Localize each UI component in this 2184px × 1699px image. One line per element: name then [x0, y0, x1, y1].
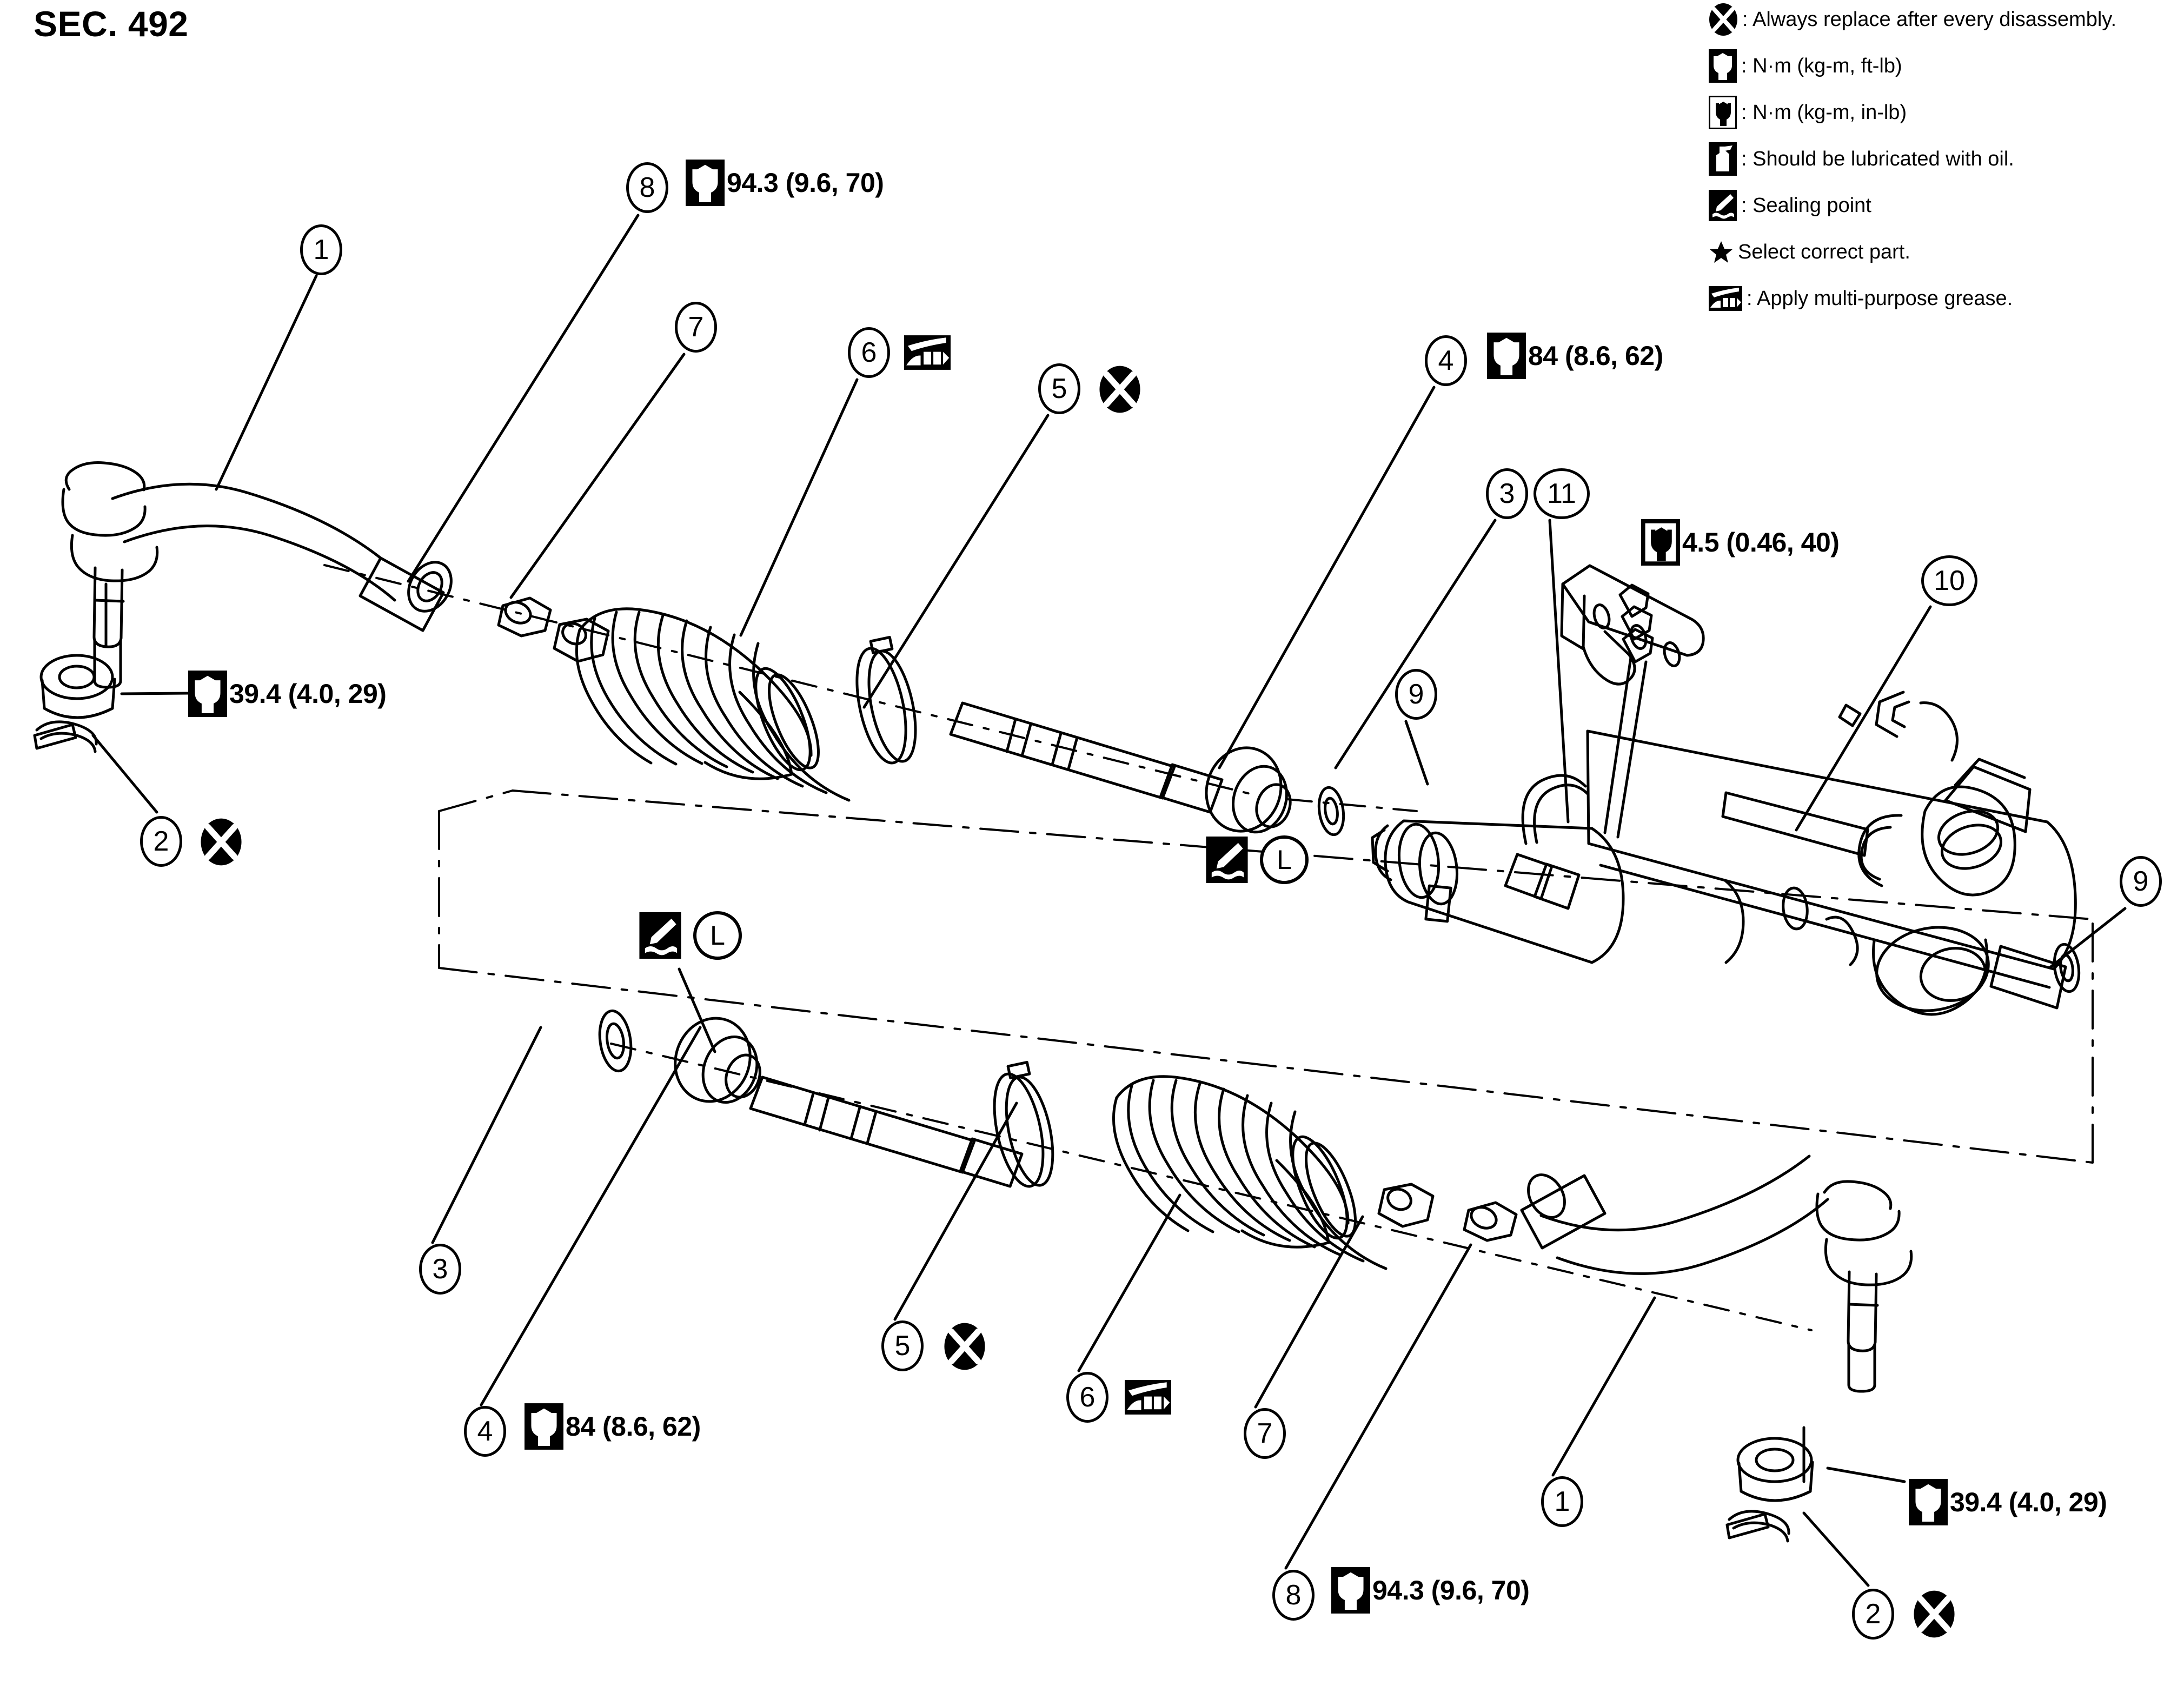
legend-label: Select correct part.	[1738, 240, 1910, 263]
legend-row-select-part: Select correct part.	[1709, 236, 2184, 268]
replace-symbol-icon	[200, 818, 242, 866]
torque-value: 94.3 (9.6, 70)	[727, 168, 884, 198]
torque-value: 39.4 (4.0, 29)	[229, 679, 387, 709]
callout-3-lower[interactable]: 3	[419, 1244, 461, 1295]
replace-mark-5-upper	[1099, 365, 1141, 414]
legend-label: : Should be lubricated with oil.	[1741, 147, 2014, 170]
torque-value: 4.5 (0.46, 40)	[1682, 527, 1840, 558]
torque-ftlb-symbol-icon	[525, 1403, 563, 1450]
callout-4-lower[interactable]: 4	[464, 1406, 506, 1457]
callout-10[interactable]: 10	[1921, 555, 1977, 606]
legend-row-replace: : Always replace after every disassembly…	[1709, 3, 2184, 36]
grease-symbol-icon	[904, 335, 951, 370]
callout-7-lower[interactable]: 7	[1244, 1408, 1286, 1459]
torque-spec-4-upper: 84 (8.6, 62)	[1487, 333, 1663, 379]
star-symbol-icon	[1709, 240, 1734, 264]
torque-inlb-symbol-icon	[1709, 96, 1737, 129]
callout-2-upper[interactable]: 2	[140, 816, 182, 867]
torque-value: 84 (8.6, 62)	[1528, 341, 1663, 371]
callout-6-lower[interactable]: 6	[1066, 1372, 1108, 1423]
torque-value: 94.3 (9.6, 70)	[1372, 1575, 1530, 1605]
replace-mark-2-upper	[200, 818, 242, 866]
legend-row-grease: : Apply multi-purpose grease.	[1709, 282, 2184, 315]
legend-label: : Apply multi-purpose grease.	[1747, 287, 2013, 310]
callout-9-middle[interactable]: 9	[1395, 669, 1437, 720]
callout-3-upper[interactable]: 3	[1486, 468, 1528, 519]
legend-label: : Sealing point	[1741, 194, 1871, 217]
torque-value: 84 (8.6, 62)	[566, 1411, 701, 1442]
torque-ftlb-symbol-icon	[1487, 333, 1526, 379]
grease-mark-6-lower	[1125, 1380, 1171, 1415]
legend-label: : Always replace after every disassembly…	[1742, 8, 2117, 31]
callout-6-upper[interactable]: 6	[848, 327, 890, 378]
replace-symbol-icon	[944, 1322, 986, 1371]
callout-11[interactable]: 11	[1534, 468, 1590, 519]
replace-symbol-icon	[1099, 365, 1141, 414]
callout-5-upper[interactable]: 5	[1038, 363, 1080, 414]
grease-mark-6-upper	[904, 335, 951, 370]
torque-spec-2-upper: 39.4 (4.0, 29)	[188, 671, 387, 717]
replace-mark-5-lower	[944, 1322, 986, 1371]
legend-row-torque-ftlb: : N·m (kg-m, ft-lb)	[1709, 49, 2184, 83]
legend: : Always replace after every disassembly…	[1709, 3, 2184, 329]
torque-spec-8-upper: 94.3 (9.6, 70)	[686, 160, 884, 206]
sealing-point-symbol-icon	[1709, 190, 1737, 221]
torque-ftlb-symbol-icon	[1709, 49, 1737, 83]
torque-spec-4-lower: 84 (8.6, 62)	[525, 1403, 701, 1450]
legend-label: : N·m (kg-m, in-lb)	[1741, 101, 1907, 124]
sealing-point-symbol-icon	[639, 912, 681, 959]
replace-mark-2-lower	[1913, 1590, 1955, 1638]
callout-2-lower[interactable]: 2	[1852, 1589, 1894, 1640]
callout-8-lower[interactable]: 8	[1272, 1570, 1315, 1621]
grease-symbol-icon	[1709, 286, 1742, 311]
legend-row-torque-inlb: : N·m (kg-m, in-lb)	[1709, 96, 2184, 129]
callout-7-upper[interactable]: 7	[675, 302, 717, 353]
callout-8-upper[interactable]: 8	[626, 162, 668, 213]
torque-inlb-symbol-icon	[1641, 519, 1680, 566]
replace-symbol-icon	[1709, 3, 1738, 36]
torque-spec-2-lower: 39.4 (4.0, 29)	[1909, 1479, 2107, 1525]
torque-ftlb-symbol-icon	[686, 160, 725, 206]
torque-spec-11: 4.5 (0.46, 40)	[1641, 519, 1840, 566]
torque-ftlb-symbol-icon	[1909, 1479, 1948, 1525]
legend-row-oil: : Should be lubricated with oil.	[1709, 142, 2184, 176]
torque-spec-8-lower: 94.3 (9.6, 70)	[1331, 1567, 1530, 1614]
grease-symbol-icon	[1125, 1380, 1171, 1415]
replace-symbol-icon	[1913, 1590, 1955, 1638]
callout-9-right[interactable]: 9	[2120, 856, 2162, 907]
legend-label: : N·m (kg-m, ft-lb)	[1741, 54, 1902, 77]
sealing-note-upper: L	[1206, 835, 1309, 884]
callout-1-upper[interactable]: 1	[300, 224, 342, 275]
callout-5-lower[interactable]: 5	[881, 1320, 924, 1371]
sealing-letter-badge[interactable]: L	[693, 911, 742, 960]
torque-value: 39.4 (4.0, 29)	[1950, 1487, 2107, 1517]
legend-row-sealing: : Sealing point	[1709, 189, 2184, 222]
sealing-point-symbol-icon	[1206, 837, 1248, 883]
page-title: SEC. 492	[34, 4, 189, 44]
sealing-note-lower: L	[639, 911, 742, 960]
callout-4-upper[interactable]: 4	[1425, 335, 1467, 386]
oil-lubricate-symbol-icon	[1709, 142, 1737, 176]
torque-ftlb-symbol-icon	[1331, 1567, 1370, 1614]
sealing-letter-badge[interactable]: L	[1260, 835, 1309, 884]
torque-ftlb-symbol-icon	[188, 671, 227, 717]
callout-1-lower[interactable]: 1	[1541, 1476, 1583, 1527]
